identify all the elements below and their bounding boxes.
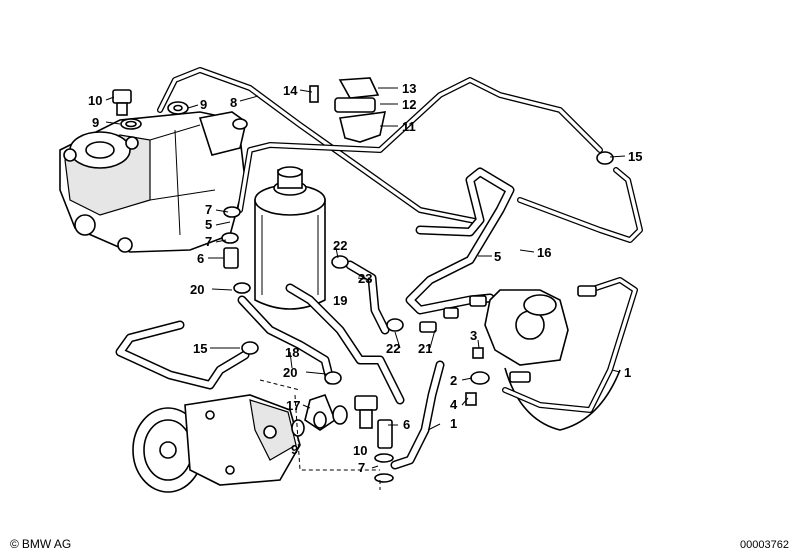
washer-9-bottom [291, 419, 305, 437]
line-16 [517, 167, 643, 243]
callout-22-upper: 22 [333, 238, 347, 253]
callout-14: 14 [283, 83, 298, 98]
banjo-bolt-bottom [354, 395, 378, 429]
callout-17: 17 [286, 398, 300, 413]
hose-18 [237, 295, 335, 385]
callout-20-upper: 20 [190, 282, 204, 297]
callout-6-lower: 6 [403, 417, 410, 432]
washer-9-bottom-b [332, 405, 348, 425]
callout-15-left: 15 [193, 341, 207, 356]
callout-18: 18 [285, 345, 299, 360]
washer-top-hole [173, 104, 183, 112]
pump-housing-right [484, 289, 621, 431]
copyright-brand: © BMW AG [10, 537, 71, 551]
hose-19 [285, 283, 405, 405]
drawing-number: 00003762 [740, 539, 789, 551]
callout-23: 23 [358, 271, 372, 286]
return-line-top [237, 77, 603, 213]
callout-10-bottom: 10 [353, 443, 367, 458]
callout-labels: 10 9 9 8 14 13 12 11 15 7 5 7 6 20 22 23… [88, 81, 642, 475]
brand-name: BMW AG [21, 537, 72, 551]
callout-8: 8 [230, 95, 237, 110]
hose-5 [405, 167, 515, 315]
callout-5-right: 5 [494, 249, 501, 264]
fitting-right [577, 285, 597, 297]
callout-3: 3 [470, 328, 477, 343]
pressure-line-8 [157, 67, 483, 225]
hose-23 [345, 260, 390, 335]
hose-1-bottom [390, 360, 445, 470]
callout-10-top: 10 [88, 93, 102, 108]
hose-15-left [115, 320, 250, 390]
callout-21: 21 [418, 341, 432, 356]
callout-15-right: 15 [628, 149, 642, 164]
callout-1-right: 1 [624, 365, 631, 380]
dashed-guides [259, 379, 381, 490]
callout-22-lower: 22 [386, 341, 400, 356]
fittings-left [221, 206, 241, 269]
clip-15-top [596, 151, 614, 165]
power-steering-pump [132, 394, 301, 493]
banjo-bolt-top [112, 89, 142, 130]
callout-1-lower: 1 [450, 416, 457, 431]
callout-11: 11 [402, 119, 416, 134]
callout-9-top-left: 9 [92, 115, 99, 130]
fitting-17 [304, 394, 336, 431]
callout-16: 16 [537, 245, 551, 260]
callout-9-top: 9 [200, 97, 207, 112]
callout-4: 4 [450, 397, 458, 412]
callout-6-upper: 6 [197, 251, 204, 266]
bolts-2-3-4 [465, 347, 531, 406]
bracket-assembly [309, 77, 387, 143]
union-bottom [374, 419, 394, 483]
callout-7-lower: 7 [358, 460, 365, 475]
callout-13: 13 [402, 81, 416, 96]
fittings-mid [419, 295, 487, 333]
line-1-right [502, 277, 638, 413]
callout-2: 2 [450, 373, 457, 388]
callout-12: 12 [402, 97, 416, 112]
callout-20-lower: 20 [283, 365, 297, 380]
callout-7-upper: 7 [205, 202, 212, 217]
leader-lines [105, 87, 626, 469]
fluid-reservoir [254, 166, 326, 310]
callout-7-middle: 7 [205, 234, 212, 249]
copyright-symbol: © [10, 537, 19, 551]
steering-gear-box [59, 111, 248, 253]
hose-clamps [233, 255, 404, 385]
callout-19: 19 [333, 293, 347, 308]
callout-9-bottom: 9 [291, 442, 298, 457]
callout-5-left: 5 [205, 217, 212, 232]
